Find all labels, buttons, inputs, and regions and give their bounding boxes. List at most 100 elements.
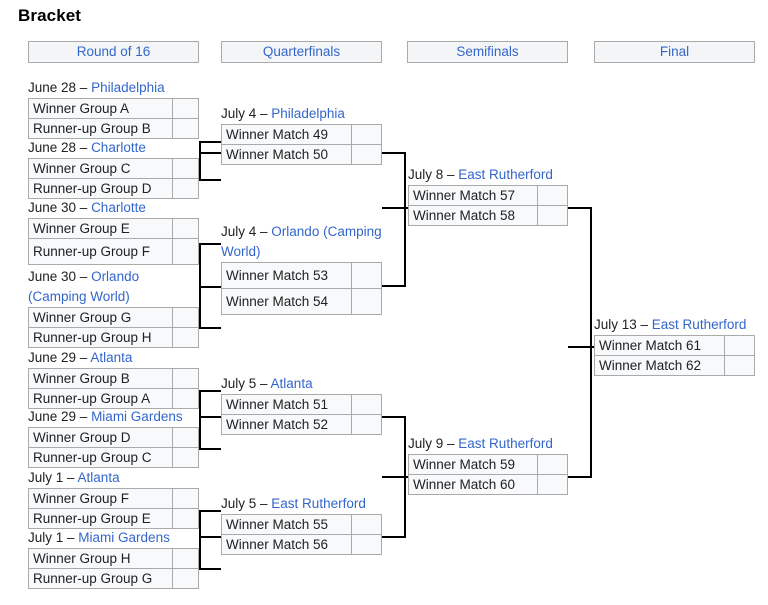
team-name: Winner Group B bbox=[33, 371, 130, 386]
match-date: July 4 bbox=[221, 106, 257, 121]
round-header-final[interactable]: Final bbox=[594, 41, 755, 63]
connector bbox=[199, 416, 221, 418]
table-row[interactable]: Winner Group B bbox=[28, 368, 199, 389]
match-venue[interactable]: Philadelphia bbox=[91, 80, 165, 95]
team-name: Runner-up Group A bbox=[33, 391, 151, 406]
match-venue[interactable]: Charlotte bbox=[91, 200, 146, 215]
match-label: July 1 – Atlanta bbox=[28, 468, 120, 489]
match-label: June 29 – Miami Gardens bbox=[28, 407, 183, 428]
table-row[interactable]: Winner Match 49 bbox=[221, 124, 382, 145]
match-final[interactable]: July 13 – East Rutherford Winner Match 6… bbox=[594, 317, 755, 376]
team-name: Winner Match 57 bbox=[413, 188, 516, 203]
match-venue[interactable]: East Rutherford bbox=[271, 496, 366, 511]
table-row[interactable]: Winner Group A bbox=[28, 98, 199, 119]
table-row[interactable]: Runner-up Group D bbox=[28, 178, 199, 199]
round-header-round-of-16[interactable]: Round of 16 bbox=[28, 41, 199, 63]
match-separator: – bbox=[76, 409, 92, 424]
match-sf-2[interactable]: July 9 – East Rutherford Winner Match 59… bbox=[408, 436, 568, 495]
table-row[interactable]: Winner Group D bbox=[28, 427, 199, 448]
match-date: July 5 bbox=[221, 376, 257, 391]
match-r16-8[interactable]: July 1 – Miami Gardens Winner Group H Ru… bbox=[28, 530, 199, 589]
table-row[interactable]: Winner Group F bbox=[28, 488, 199, 509]
table-row[interactable]: Winner Match 54 bbox=[221, 288, 382, 315]
connector bbox=[382, 207, 408, 209]
match-venue[interactable]: Orlando (Camping World) bbox=[221, 224, 382, 259]
connector bbox=[199, 141, 201, 181]
table-row[interactable]: Runner-up Group A bbox=[28, 388, 199, 409]
match-venue[interactable]: East Rutherford bbox=[458, 167, 553, 182]
table-row[interactable]: Winner Match 62 bbox=[594, 355, 755, 376]
match-r16-6[interactable]: June 29 – Miami Gardens Winner Group D R… bbox=[28, 409, 199, 468]
table-row[interactable]: Winner Match 57 bbox=[408, 185, 568, 206]
table-row[interactable]: Runner-up Group C bbox=[28, 447, 199, 468]
table-row[interactable]: Winner Match 50 bbox=[221, 144, 382, 165]
match-qf-3[interactable]: July 5 – Atlanta Winner Match 51 Winner … bbox=[221, 376, 382, 435]
table-row[interactable]: Winner Match 53 bbox=[221, 262, 382, 289]
table-row[interactable]: Winner Group E bbox=[28, 218, 199, 239]
match-separator: – bbox=[636, 317, 652, 332]
match-venue[interactable]: Atlanta bbox=[270, 376, 313, 391]
match-venue[interactable]: Orlando (Camping World) bbox=[28, 269, 140, 304]
match-venue[interactable]: East Rutherford bbox=[458, 436, 553, 451]
team-name: Runner-up Group E bbox=[33, 511, 151, 526]
match-qf-2[interactable]: July 4 – Orlando (Camping World) Winner … bbox=[221, 224, 382, 315]
team-score bbox=[351, 415, 381, 434]
match-venue[interactable]: Miami Gardens bbox=[78, 530, 170, 545]
match-label: June 29 – Atlanta bbox=[28, 348, 132, 369]
table-row[interactable]: Winner Match 60 bbox=[408, 474, 568, 495]
match-label: July 5 – East Rutherford bbox=[221, 494, 366, 515]
team-name: Winner Group C bbox=[33, 161, 131, 176]
match-venue[interactable]: Philadelphia bbox=[271, 106, 345, 121]
match-venue[interactable]: Atlanta bbox=[77, 470, 120, 485]
table-row[interactable]: Winner Match 52 bbox=[221, 414, 382, 435]
match-qf-4[interactable]: July 5 – East Rutherford Winner Match 55… bbox=[221, 496, 382, 555]
match-sf-1[interactable]: July 8 – East Rutherford Winner Match 57… bbox=[408, 167, 568, 226]
connector bbox=[404, 152, 406, 287]
match-r16-4[interactable]: June 30 – Orlando (Camping World) Winner… bbox=[28, 269, 199, 348]
match-r16-5[interactable]: June 29 – Atlanta Winner Group B Runner-… bbox=[28, 350, 199, 409]
table-row[interactable]: Runner-up Group G bbox=[28, 568, 199, 589]
match-r16-3[interactable]: June 30 – Charlotte Winner Group E Runne… bbox=[28, 200, 199, 265]
table-row[interactable]: Winner Match 56 bbox=[221, 534, 382, 555]
match-qf-1[interactable]: July 4 – Philadelphia Winner Match 49 Wi… bbox=[221, 106, 382, 165]
match-venue[interactable]: Charlotte bbox=[91, 140, 146, 155]
table-row[interactable]: Winner Match 58 bbox=[408, 205, 568, 226]
team-score bbox=[351, 289, 381, 314]
team-score bbox=[537, 475, 567, 494]
match-r16-2[interactable]: June 28 – Charlotte Winner Group C Runne… bbox=[28, 140, 199, 199]
table-row[interactable]: Runner-up Group F bbox=[28, 238, 199, 265]
round-header-semifinals[interactable]: Semifinals bbox=[407, 41, 568, 63]
connector bbox=[382, 536, 406, 538]
connector bbox=[568, 476, 592, 478]
match-venue[interactable]: East Rutherford bbox=[651, 317, 747, 332]
team-score bbox=[351, 125, 381, 144]
table-row[interactable]: Winner Match 59 bbox=[408, 454, 568, 475]
table-row[interactable]: Winner Group C bbox=[28, 158, 199, 179]
table-row[interactable]: Winner Group H bbox=[28, 548, 199, 569]
table-row[interactable]: Winner Group G bbox=[28, 307, 199, 328]
match-venue[interactable]: Atlanta bbox=[90, 350, 133, 365]
table-row[interactable]: Winner Match 51 bbox=[221, 394, 382, 415]
team-score bbox=[172, 489, 198, 508]
team-name: Runner-up Group B bbox=[33, 121, 151, 136]
table-row[interactable]: Runner-up Group B bbox=[28, 118, 199, 139]
match-r16-7[interactable]: July 1 – Atlanta Winner Group F Runner-u… bbox=[28, 470, 199, 529]
table-row[interactable]: Winner Match 55 bbox=[221, 514, 382, 535]
match-r16-1[interactable]: June 28 – Philadelphia Winner Group A Ru… bbox=[28, 80, 199, 139]
team-name: Winner Match 61 bbox=[599, 338, 702, 353]
team-name: Winner Match 51 bbox=[226, 397, 329, 412]
match-venue[interactable]: Miami Gardens bbox=[91, 409, 183, 424]
connector bbox=[199, 390, 221, 392]
round-header-quarterfinals[interactable]: Quarterfinals bbox=[221, 41, 382, 63]
team-name: Winner Group H bbox=[33, 551, 131, 566]
team-name: Winner Match 54 bbox=[226, 294, 329, 309]
table-row[interactable]: Runner-up Group H bbox=[28, 327, 199, 348]
team-score bbox=[172, 569, 198, 588]
table-row[interactable]: Runner-up Group E bbox=[28, 508, 199, 529]
table-row[interactable]: Winner Match 61 bbox=[594, 335, 755, 356]
match-separator: – bbox=[256, 106, 272, 121]
match-separator: – bbox=[76, 140, 92, 155]
team-score bbox=[537, 455, 567, 474]
match-date: June 28 bbox=[28, 80, 77, 95]
